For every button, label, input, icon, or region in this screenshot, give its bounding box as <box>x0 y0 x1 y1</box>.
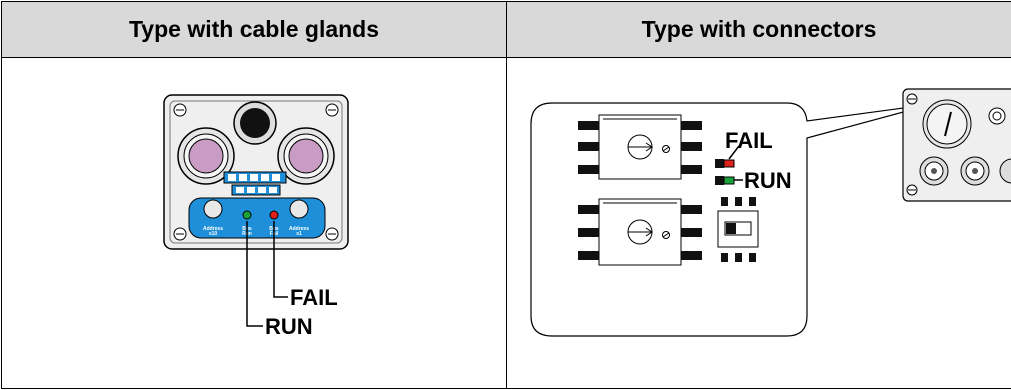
led-run-icon <box>242 210 252 220</box>
center-port-icon <box>233 101 277 145</box>
m12-connector-icon <box>999 158 1011 184</box>
module-housing-inner <box>169 100 343 244</box>
fail-leader-line <box>273 221 288 298</box>
screw-icon <box>906 93 918 105</box>
callout-fail: FAIL <box>725 128 773 153</box>
logo-block-icon <box>223 171 287 196</box>
address-x10-switch-icon <box>203 199 223 219</box>
run-leader-line <box>246 221 263 327</box>
header-connectors: Type with connectors <box>506 1 1011 58</box>
led-fail-icon <box>723 159 735 168</box>
rotary-cap-icon <box>922 99 972 149</box>
m12-connector-icon <box>988 107 1006 125</box>
address-x1-switch-icon <box>289 199 309 219</box>
callout-fail: FAIL <box>290 285 338 310</box>
screw-icon <box>906 184 918 196</box>
cell-connectors: FAIL RUN <box>506 57 1011 389</box>
led-fail-icon <box>269 210 279 220</box>
fail-leader-line <box>728 145 740 160</box>
cable-gland-left-icon <box>177 127 235 185</box>
callout-run: RUN <box>744 168 792 193</box>
led-run-icon <box>723 176 735 185</box>
cable-gland-right-icon <box>277 127 335 185</box>
screw-icon <box>325 103 339 117</box>
m12-connector-icon <box>960 156 990 186</box>
connector-module-diagram: FAIL RUN <box>530 88 1011 337</box>
screw-small-icon <box>662 231 670 239</box>
m12-connector-icon <box>919 156 949 186</box>
screw-small-icon <box>662 145 670 153</box>
screw-icon <box>173 103 187 117</box>
callout-run: RUN <box>265 314 313 339</box>
slide-switch-knob <box>726 223 736 234</box>
header-cable-glands: Type with cable glands <box>1 1 507 58</box>
screw-icon <box>173 227 187 241</box>
screw-icon <box>325 227 339 241</box>
